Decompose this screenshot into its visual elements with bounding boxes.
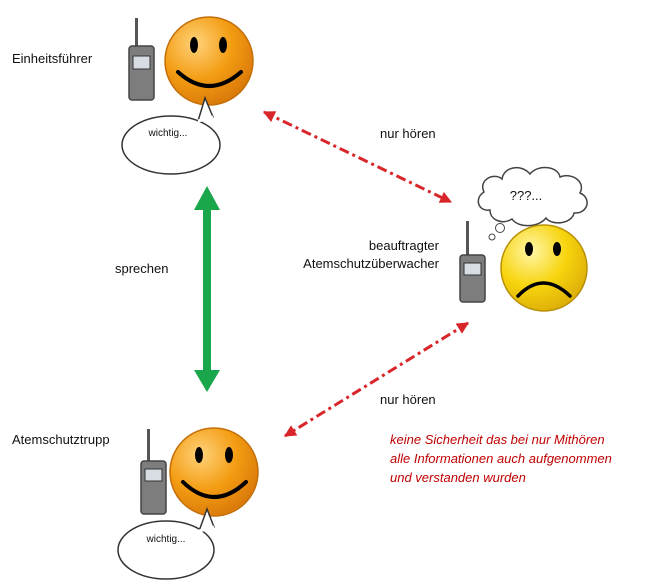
- warning-note-line3: und verstanden wurden: [390, 470, 526, 485]
- thought-bubble: ???...: [477, 166, 588, 241]
- listen-label-bottom: nur hören: [380, 392, 436, 407]
- listen-arrow-bottom: [283, 321, 470, 438]
- troop-smiley-icon: [169, 427, 259, 517]
- leader-radio-icon: [128, 18, 155, 101]
- leader-speech-bubble: wichtig...: [121, 95, 221, 175]
- troop-label: Atemschutztrupp: [12, 432, 110, 447]
- troop-speech-text: wichtig...: [146, 534, 186, 545]
- speak-label: sprechen: [115, 261, 169, 276]
- speak-arrow: [194, 186, 220, 392]
- monitor-label-line2: Atemschutzüberwacher: [303, 256, 439, 271]
- warning-note: keine Sicherheit das bei nur Mithören al…: [390, 430, 612, 487]
- troop-radio-icon: [140, 429, 167, 515]
- monitor-label-line1: beauftragter: [368, 238, 439, 253]
- listen-arrow-top: [262, 110, 453, 204]
- warning-note-line1: keine Sicherheit das bei nur Mithören: [390, 432, 605, 447]
- troop-speech-bubble: wichtig...: [117, 506, 216, 580]
- leader-smiley-icon: [164, 16, 254, 106]
- thought-text: ???...: [510, 188, 543, 203]
- monitor-radio-icon: [459, 221, 486, 303]
- monitor-sad-face-icon: [500, 224, 588, 312]
- warning-note-line2: alle Informationen auch aufgenommen: [390, 451, 612, 466]
- leader-speech-text: wichtig...: [148, 128, 188, 139]
- leader-label: Einheitsführer: [12, 51, 93, 66]
- listen-label-top: nur hören: [380, 126, 436, 141]
